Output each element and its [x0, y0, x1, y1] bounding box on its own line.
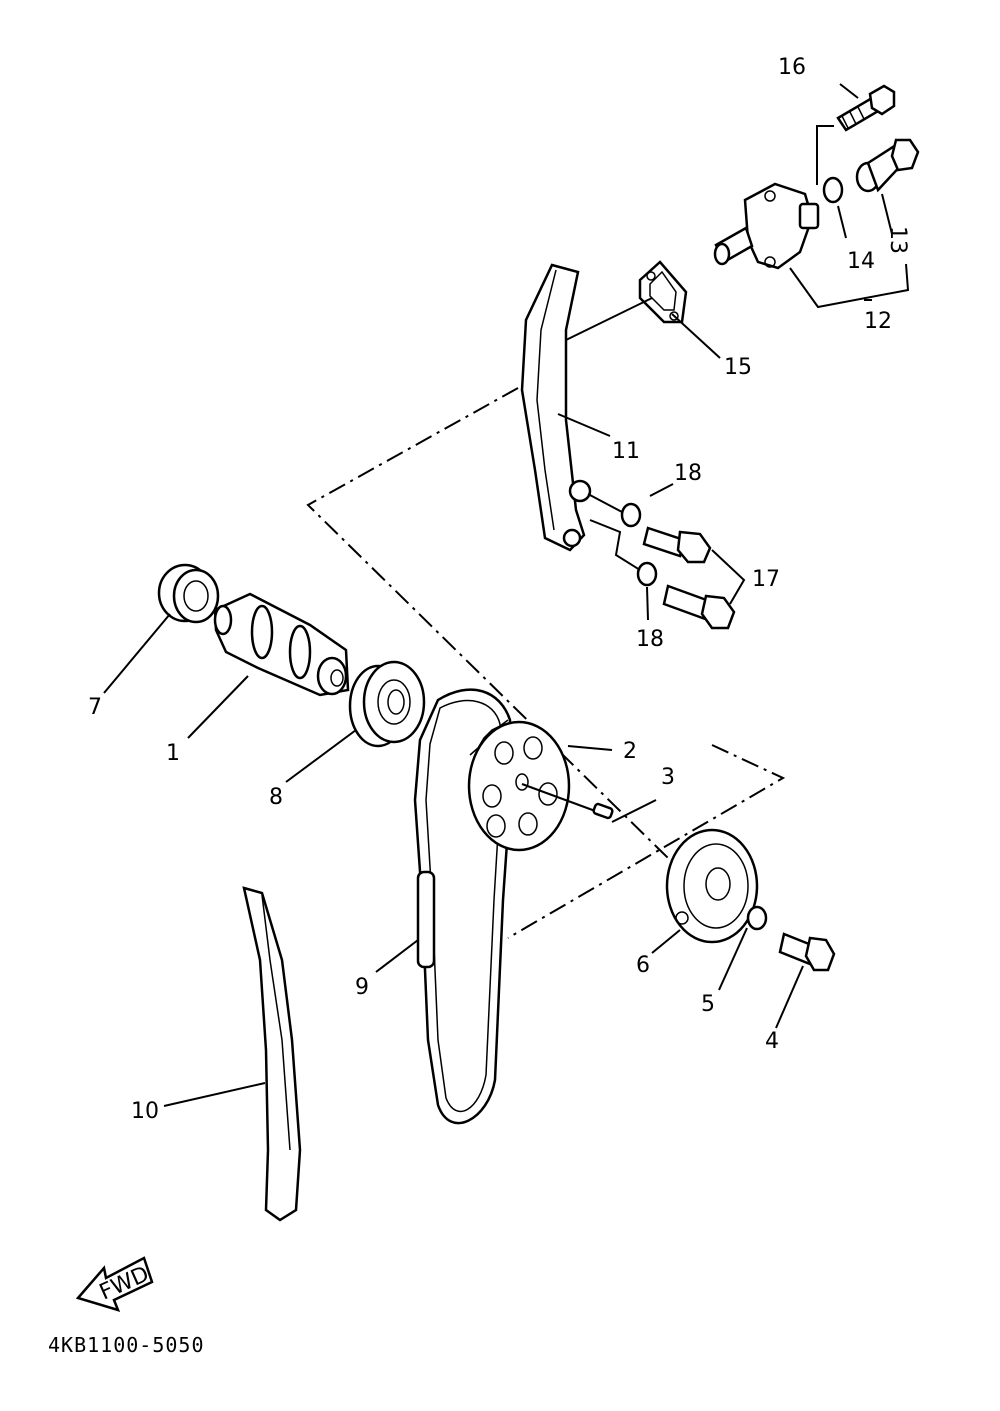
- part-13-cap-bolt: [855, 138, 920, 193]
- label-10: 10: [131, 1099, 159, 1124]
- label-17: 17: [752, 567, 780, 592]
- label-8: 8: [269, 785, 283, 810]
- part-14-gasket: [822, 176, 844, 204]
- label-7: 7: [88, 695, 102, 720]
- label-9: 9: [355, 975, 369, 1000]
- part-4-bolt: [778, 932, 836, 972]
- label-16: 16: [778, 55, 806, 80]
- label-2: 2: [623, 739, 637, 764]
- label-11: 11: [612, 439, 640, 464]
- label-14: 14: [847, 249, 875, 274]
- part-2-sprocket: [467, 719, 571, 852]
- fwd-arrow-icon: FWD: [75, 1256, 154, 1312]
- part-11-chain-guide: [520, 263, 592, 552]
- drawing-code: 4KB1100-5050: [48, 1333, 205, 1357]
- label-12: 12: [864, 309, 892, 334]
- label-3: 3: [661, 765, 675, 790]
- part-17-bolt-upper: [642, 526, 712, 564]
- part-18-washer-lower: [636, 561, 658, 587]
- callouts: 1 2 3 4 5 6 7 8 9 10 11 12 13 14 15 16 1…: [88, 55, 910, 1124]
- part-16-bolt: [836, 84, 896, 132]
- label-18-upper: 18: [674, 461, 702, 486]
- part-3-pin: [521, 783, 614, 820]
- label-5: 5: [701, 992, 715, 1017]
- part-15-gasket: [638, 260, 688, 324]
- label-4: 4: [765, 1029, 779, 1054]
- part-7-bearing: [157, 563, 220, 624]
- part-17-bolt-lower: [662, 584, 736, 630]
- part-5-washer: [746, 905, 768, 931]
- label-6: 6: [636, 953, 650, 978]
- part-12-tensioner: [713, 182, 820, 270]
- part-10-chain-guide: [242, 886, 302, 1222]
- label-1: 1: [166, 741, 180, 766]
- label-18-lower: 18: [636, 627, 664, 652]
- label-13: 13: [885, 226, 910, 254]
- leader-lines: [103, 83, 893, 1107]
- part-18-washer-upper: [620, 502, 642, 528]
- label-15: 15: [724, 355, 752, 380]
- part-6-plate: [665, 828, 759, 944]
- part-8-bearing: [348, 660, 426, 748]
- part-1-camshaft: [213, 592, 350, 697]
